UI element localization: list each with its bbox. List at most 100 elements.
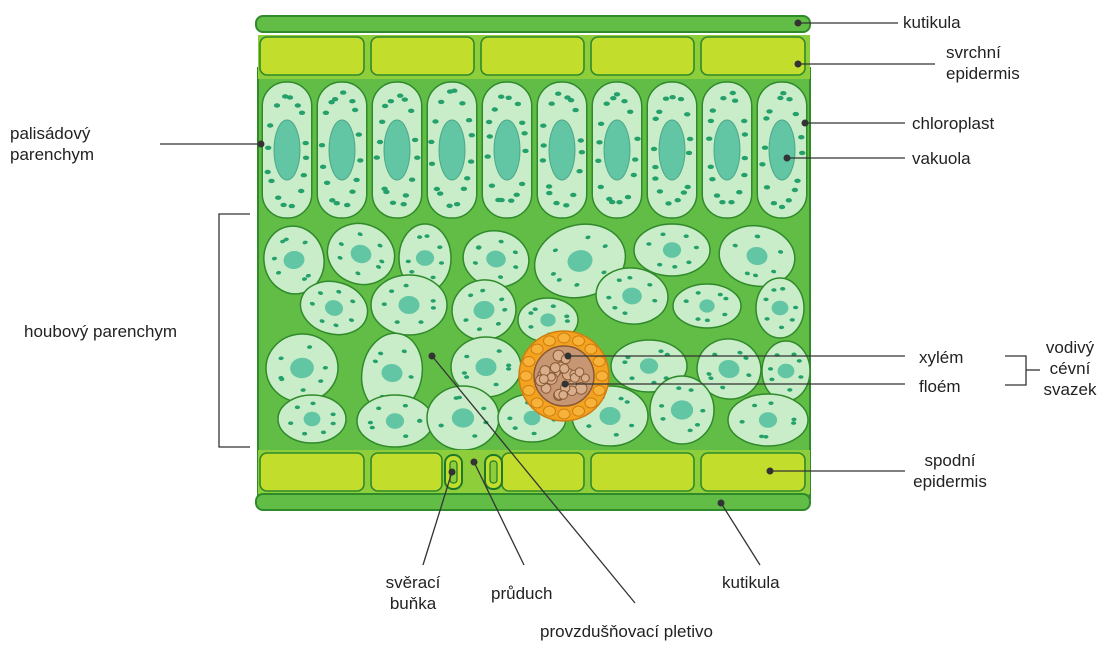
- spongy-vacuole: [600, 407, 621, 425]
- chloroplast: [368, 421, 373, 425]
- palisade-vacuole: [274, 120, 300, 180]
- chloroplast: [376, 407, 381, 411]
- palisade-vacuole: [714, 120, 740, 180]
- chloroplast: [799, 151, 805, 155]
- chloroplast: [656, 110, 662, 114]
- chloroplast: [469, 133, 475, 137]
- chloroplast: [289, 204, 295, 208]
- palisade-vacuole: [769, 120, 795, 180]
- chloroplast: [763, 298, 768, 302]
- chloroplast: [742, 132, 748, 136]
- chloroplast: [564, 315, 569, 319]
- chloroplast: [492, 107, 498, 111]
- chloroplast: [555, 92, 561, 96]
- chloroplast: [658, 349, 663, 353]
- chloroplast: [685, 185, 691, 189]
- chloroplast: [540, 124, 546, 128]
- chloroplast: [694, 246, 699, 250]
- sheath-cell: [531, 398, 543, 408]
- chloroplast: [576, 169, 582, 173]
- chloroplast: [659, 404, 664, 408]
- chloroplast: [741, 173, 747, 177]
- chloroplast: [551, 304, 556, 308]
- chloroplast: [424, 234, 429, 238]
- spongy-vacuole: [671, 400, 693, 419]
- spongy-cell-group: [371, 275, 447, 335]
- chloroplast: [766, 109, 772, 113]
- chloroplast: [540, 158, 546, 162]
- spongy-cell-group: [427, 386, 499, 450]
- chloroplast: [791, 421, 796, 425]
- chloroplast: [700, 409, 705, 413]
- chloroplast: [768, 401, 773, 405]
- chloroplast: [353, 178, 359, 182]
- label-chloroplast: chloroplast: [912, 113, 994, 134]
- chloroplast: [708, 165, 714, 169]
- chloroplast: [507, 417, 512, 421]
- bracket-svazek: [1005, 356, 1026, 385]
- lower-epidermis-cell: [502, 453, 584, 491]
- palisade-vacuole: [329, 120, 355, 180]
- guard-cell-right-inner: [490, 461, 497, 483]
- chloroplast: [763, 116, 769, 120]
- label-palisadovy-parenchym: palisádový parenchym: [10, 123, 94, 165]
- upper-epidermis-cell: [591, 37, 694, 75]
- chloroplast: [663, 97, 669, 101]
- chloroplast: [295, 406, 300, 410]
- chloroplast: [578, 138, 584, 142]
- chloroplast: [616, 200, 622, 204]
- chloroplast: [431, 299, 436, 303]
- chloroplast: [340, 90, 346, 94]
- chloroplast: [324, 181, 330, 185]
- chloroplast: [388, 99, 394, 103]
- chloroplast: [798, 375, 803, 379]
- sheath-cell: [573, 406, 585, 416]
- chloroplast: [390, 201, 396, 205]
- chloroplast: [408, 109, 414, 113]
- chloroplast: [764, 185, 770, 189]
- chloroplast: [790, 318, 795, 322]
- chloroplast: [295, 103, 301, 107]
- spongy-vacuole: [452, 408, 474, 427]
- dot-sveraci: [449, 469, 456, 476]
- palisade-vacuole: [384, 120, 410, 180]
- chloroplast: [329, 198, 335, 202]
- upper-epidermis-cell: [260, 37, 364, 75]
- chloroplast: [625, 195, 631, 199]
- chloroplast: [720, 96, 726, 100]
- chloroplast: [528, 325, 533, 329]
- chloroplast: [331, 422, 336, 426]
- sheath-cell: [558, 409, 570, 419]
- chloroplast: [302, 432, 307, 436]
- palisade-vacuole: [549, 120, 575, 180]
- chloroplast: [696, 291, 701, 295]
- label-sveraci-line1: svěrací: [363, 572, 463, 593]
- lower-epidermis-cell: [701, 453, 805, 491]
- sheath-cell: [520, 371, 532, 381]
- chloroplast: [736, 190, 742, 194]
- label-svazek-line1: vodivý: [1036, 337, 1104, 358]
- chloroplast: [506, 367, 511, 371]
- leader-kutikula-bottom: [721, 503, 760, 565]
- chloroplast: [722, 313, 727, 317]
- chloroplast: [299, 111, 305, 115]
- chloroplast: [451, 89, 457, 93]
- chloroplast: [403, 434, 408, 438]
- spongy-cell-group: [357, 395, 433, 447]
- chloroplast: [268, 179, 274, 183]
- spongy-vacuole: [772, 301, 789, 315]
- label-svazek-line3: svazek: [1036, 379, 1104, 400]
- chloroplast: [401, 202, 407, 206]
- chloroplast: [303, 141, 309, 145]
- chloroplast: [464, 375, 469, 379]
- chloroplast: [498, 95, 504, 99]
- chloroplast: [657, 189, 663, 193]
- chloroplast: [687, 137, 693, 141]
- upper-cuticle: [256, 16, 810, 32]
- chloroplast: [466, 118, 472, 122]
- chloroplast: [515, 102, 521, 106]
- chloroplast: [382, 302, 387, 306]
- sheath-cell: [531, 344, 543, 354]
- chloroplast: [446, 204, 452, 208]
- chloroplast: [718, 293, 723, 297]
